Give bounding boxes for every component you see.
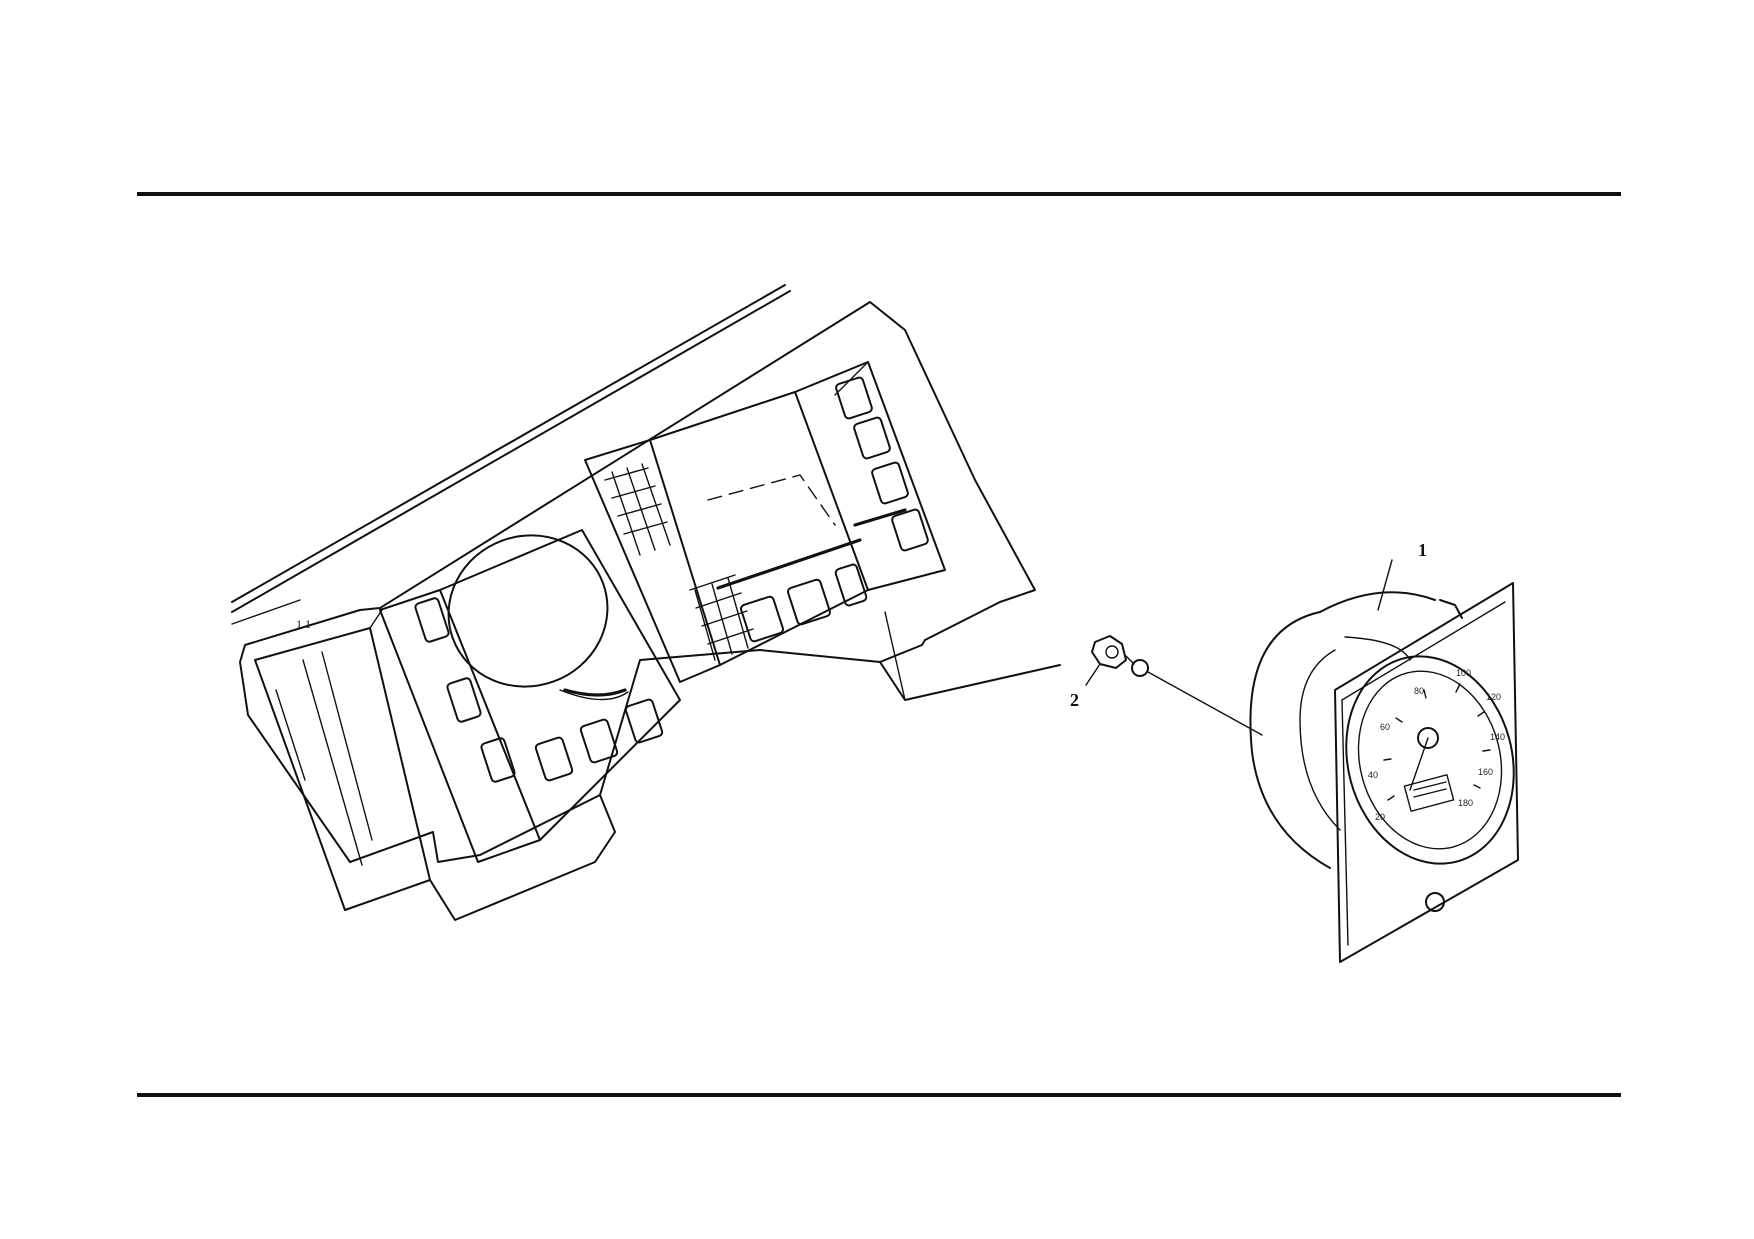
switch-right-3 [871, 461, 909, 505]
switch-left-3 [480, 737, 516, 783]
tick-120: 120 [1486, 692, 1501, 702]
switch-centre-3 [834, 563, 868, 607]
tick-20: 20 [1375, 812, 1385, 822]
tick-100: 100 [1456, 668, 1471, 678]
switch-right-1 [835, 376, 873, 420]
odometer [1403, 774, 1455, 812]
switch-centre-1 [740, 595, 784, 643]
dial-ticks [1383, 683, 1491, 801]
callout-2-label: 2 [1070, 690, 1079, 710]
needle-hub [1417, 727, 1439, 749]
trip-reset-knob [1425, 892, 1445, 912]
switch-left-2 [446, 677, 482, 723]
switch-bottom-3 [624, 698, 664, 744]
switch-left-1 [414, 597, 450, 643]
tick-80: 80 [1414, 686, 1424, 696]
switch-bottom-1 [534, 736, 574, 782]
part-2-connector: 2 [1070, 635, 1263, 736]
switch-right-2 [853, 416, 891, 460]
part-1-speedometer: 20 40 60 80 100 120 140 160 180 1 [1249, 540, 1519, 963]
tick-140: 140 [1490, 732, 1505, 742]
tick-60: 60 [1380, 722, 1390, 732]
switch-centre-2 [787, 578, 831, 626]
speedo-dial [1345, 655, 1515, 865]
main-dial [447, 534, 609, 688]
switch-bottom-2 [579, 718, 619, 764]
ref-mark-11: 1 1 [296, 617, 311, 631]
tick-40: 40 [1368, 770, 1378, 780]
tick-160: 160 [1478, 767, 1493, 777]
callout-1-label: 1 [1418, 540, 1427, 560]
grid-lower [689, 574, 754, 661]
header-rule [137, 192, 1621, 196]
grid-upper [604, 463, 671, 556]
tick-180: 180 [1458, 798, 1473, 808]
switch-right-4 [891, 508, 929, 552]
footer-rule [137, 1093, 1621, 1097]
dashboard-assembly: 1 1 [231, 284, 1061, 921]
